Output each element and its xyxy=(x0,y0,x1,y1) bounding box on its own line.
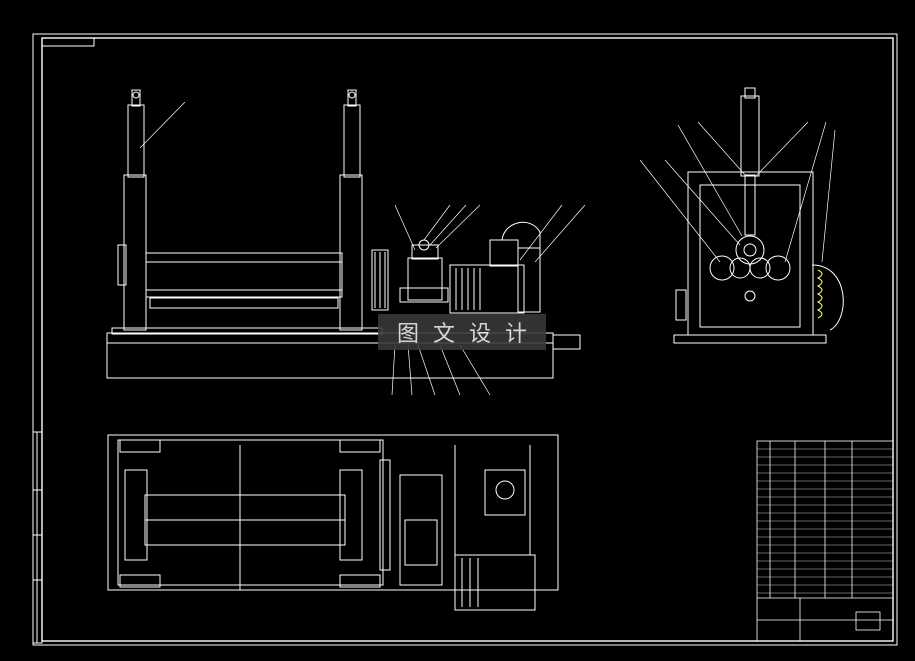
sheet-inner-border xyxy=(41,37,894,642)
title-block xyxy=(756,440,894,642)
corner-tag xyxy=(41,37,95,47)
top-view xyxy=(107,434,559,611)
spring-coil xyxy=(816,269,823,319)
watermark-text: 图文设计 xyxy=(396,322,541,347)
side-view xyxy=(639,87,844,344)
watermark: 图文设计 xyxy=(378,314,546,350)
sheet-outer-border xyxy=(32,33,898,646)
left-margin-table xyxy=(32,431,43,644)
